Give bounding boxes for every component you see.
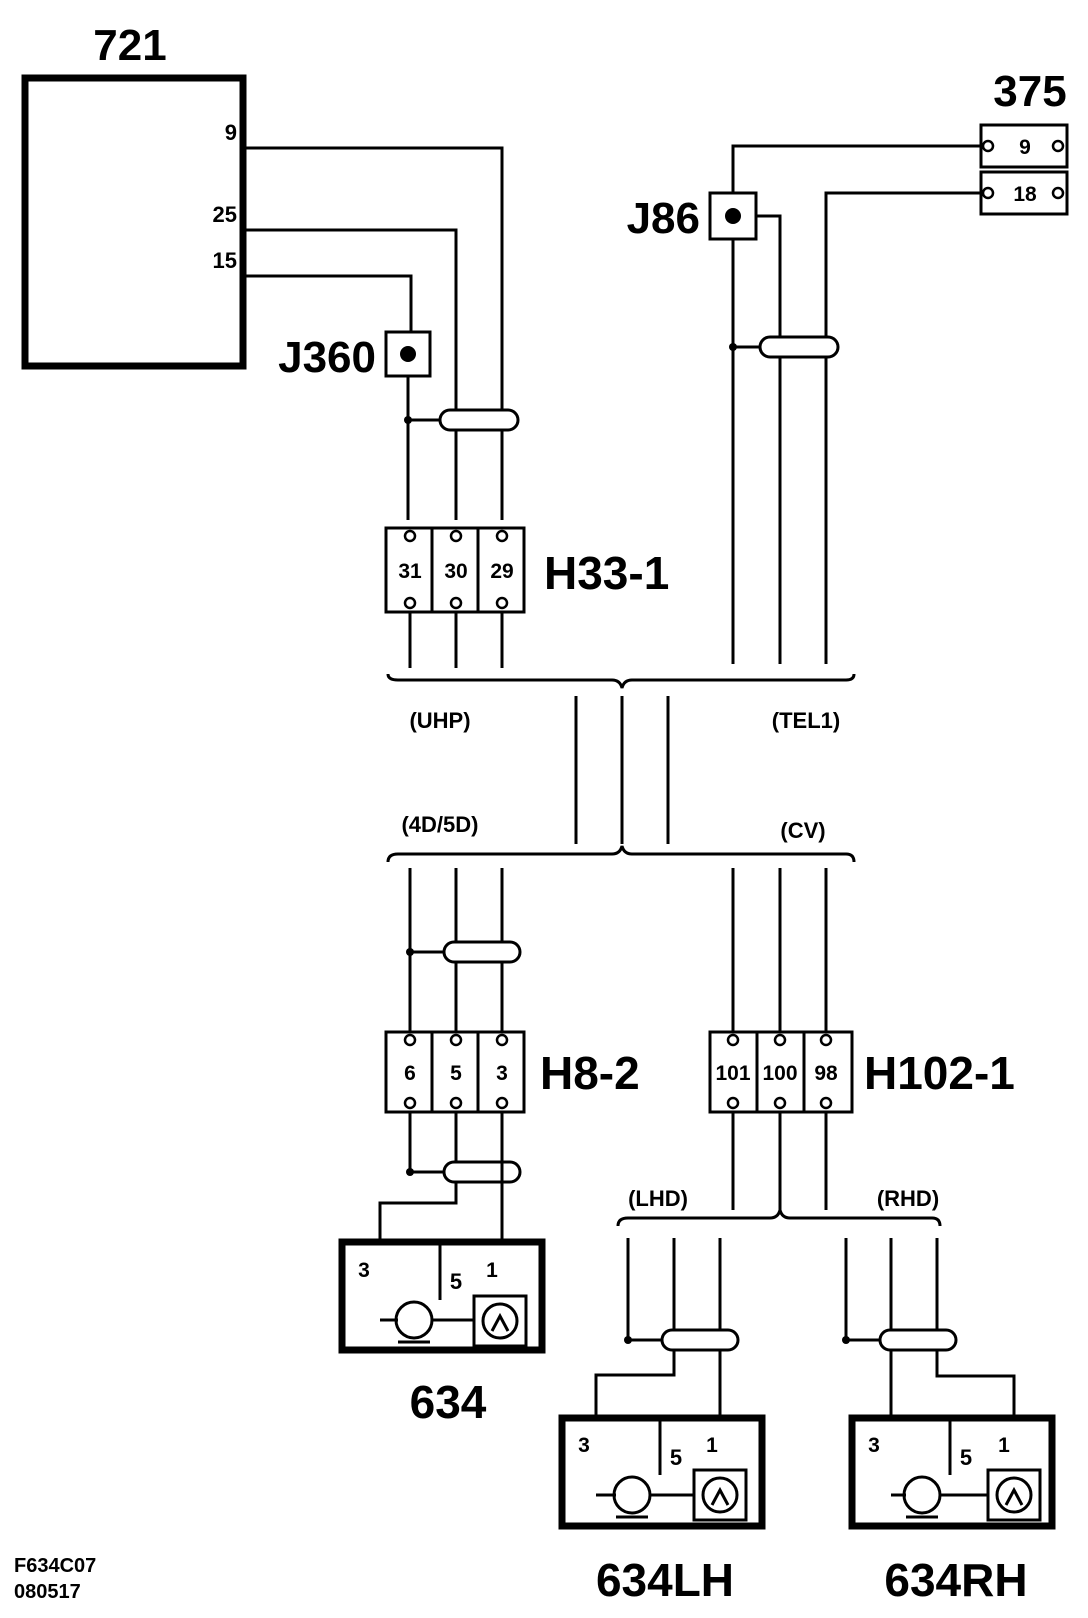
j360-dot [400,346,416,362]
speaker-634: 3 5 1 634 [338,1238,546,1428]
h102-pin-98: 98 [814,1062,838,1085]
conn375-pin-18-label: 18 [1013,183,1037,206]
j86-label: J86 [627,194,700,243]
speaker-634lh-label: 634LH [596,1554,734,1606]
h33-pin-31: 31 [398,560,422,583]
group-cv: (CV) [780,818,825,843]
group-4d5d: (4D/5D) [401,812,478,837]
conn375-label: 375 [993,67,1066,116]
speaker-634rh-pin-3: 3 [868,1434,880,1457]
speaker-634rh-pin-1: 1 [998,1434,1010,1457]
conn375-pin-9-out [1051,139,1065,153]
h33-pin-29: 29 [490,560,513,583]
ecu-pin-25: 25 [213,202,237,227]
component-721: 721 9 25 15 [21,21,247,370]
h102-label: H102-1 [864,1047,1015,1099]
h33-pin-30: 30 [444,560,467,583]
group-tel1: (TEL1) [772,708,840,733]
footer-code: F634C07 [14,1555,96,1577]
conn375-pin-9-in [981,139,995,153]
group-rhd: (RHD) [877,1186,939,1211]
conn375-pin-18-out [1051,186,1065,200]
harness-middle: (UHP) (TEL1) (4D/5D) (CV) [386,612,856,863]
connector-h33-1: 31 30 29 H33-1 [384,526,669,614]
connector-h8-2: 6 5 3 H8-2 [384,1030,640,1114]
speaker-634-label: 634 [410,1376,487,1428]
splice-j360: J360 [278,330,432,382]
speaker-634rh: 3 5 1 634RH [848,1414,1056,1606]
h8-pin-6: 6 [404,1062,416,1085]
conn375-pin-9-label: 9 [1019,136,1031,159]
speaker-634-pin-1: 1 [486,1259,498,1282]
h8-label: H8-2 [540,1047,640,1099]
ecu-pin-15: 15 [213,248,237,273]
speaker-634rh-pin-5: 5 [960,1445,972,1470]
splice-j86: J86 [627,191,758,243]
group-lhd: (LHD) [628,1186,688,1211]
ecu-box [21,74,247,370]
footer-date: 080517 [14,1581,81,1603]
harness-lhd-rhd: (LHD) (RHD) [594,1112,1016,1495]
speaker-634lh: 3 5 1 634LH [558,1414,766,1606]
footer: F634C07 080517 [14,1555,96,1603]
upper-wires [243,144,981,664]
speaker-634-pin-5: 5 [450,1269,462,1294]
group-uhp: (UHP) [409,708,470,733]
h8-pin-5: 5 [450,1062,462,1085]
j86-dot [725,208,741,224]
j360-label: J360 [278,333,376,382]
ecu-label: 721 [93,21,166,70]
h102-pin-101: 101 [715,1062,750,1085]
speaker-634lh-pin-3: 3 [578,1434,590,1457]
conn375-pin-18-in [981,186,995,200]
lower-wires [406,868,828,1032]
speaker-634lh-pin-5: 5 [670,1445,682,1470]
component-375: 375 9 18 [979,67,1069,216]
ecu-pin-9: 9 [225,120,237,145]
h33-label: H33-1 [544,547,669,599]
speaker-634rh-label: 634RH [884,1554,1027,1606]
connector-h102-1: 101 100 98 H102-1 [708,1030,1015,1114]
speaker-634-pin-3: 3 [358,1259,370,1282]
speaker-634lh-pin-1: 1 [706,1434,718,1457]
h102-pin-100: 100 [762,1062,797,1085]
h8-pin-3: 3 [496,1062,508,1085]
